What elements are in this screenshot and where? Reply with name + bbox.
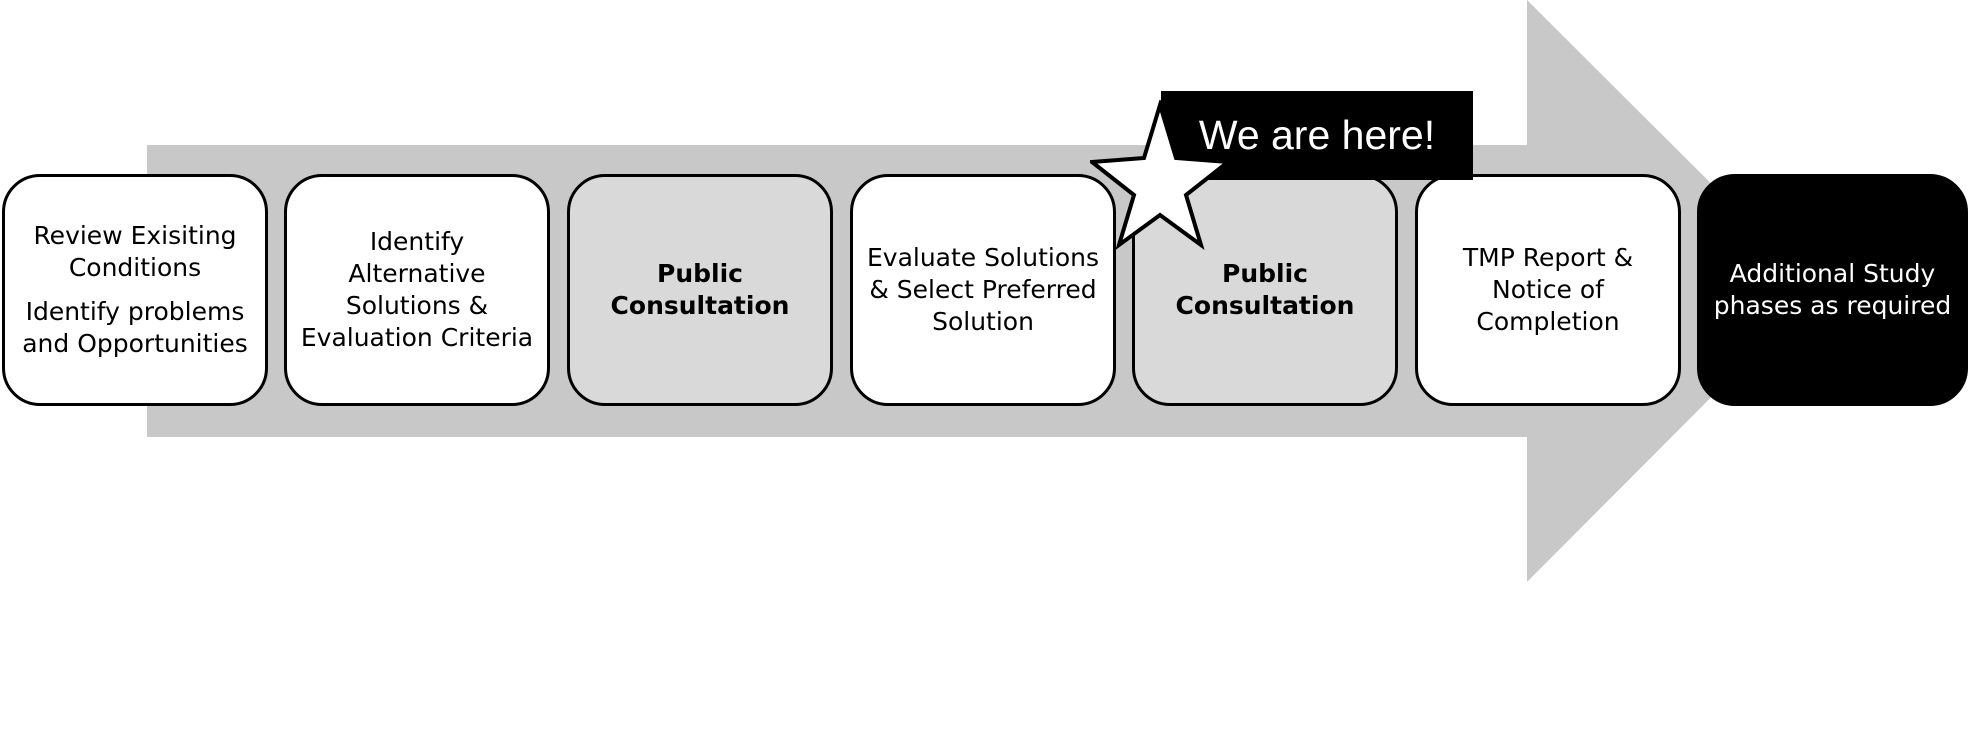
step-4-line-3: Solution: [932, 307, 1034, 336]
step-3-line-1: Public: [657, 259, 743, 288]
step-3-line-2: Consultation: [610, 291, 790, 320]
step-5-line-2: Consultation: [1175, 291, 1355, 320]
step-identify-alternatives: Identify Alternative Solutions & Evaluat…: [284, 174, 550, 406]
step-tmp-report: TMP Report & Notice of Completion: [1415, 174, 1681, 406]
step-evaluate-solutions: Evaluate Solutions & Select Preferred So…: [850, 174, 1116, 406]
step-1-line-3: Identify problems: [25, 297, 245, 326]
step-review-conditions: Review Exisiting Conditions Identify pro…: [2, 174, 268, 406]
step-6-line-1: TMP Report &: [1462, 243, 1634, 272]
step-5-line-1: Public: [1222, 259, 1308, 288]
step-public-consultation-1: Public Consultation: [567, 174, 833, 406]
step-1-line-1: Review Exisiting: [33, 221, 237, 250]
step-7-line-2: phases as required: [1713, 291, 1952, 320]
star-icon: [1090, 100, 1230, 250]
step-public-consultation-2: Public Consultation: [1132, 174, 1398, 406]
step-6-line-2: Notice of: [1492, 275, 1604, 304]
step-6-line-3: Completion: [1476, 307, 1620, 336]
step-7-line-1: Additional Study: [1729, 259, 1936, 288]
step-additional-study: Additional Study phases as required: [1697, 174, 1968, 406]
step-4-line-1: Evaluate Solutions: [866, 243, 1100, 272]
step-2-line-2: Alternative: [348, 259, 486, 288]
step-1-line-4: and Opportunities: [22, 329, 248, 358]
callout-text: We are here!: [1198, 112, 1436, 158]
step-2-line-4: Evaluation Criteria: [300, 323, 534, 352]
step-2-line-1: Identify: [369, 227, 465, 256]
step-2-line-3: Solutions &: [345, 291, 489, 320]
step-1-line-2: Conditions: [68, 253, 202, 282]
step-4-line-2: & Select Preferred: [869, 275, 1097, 304]
